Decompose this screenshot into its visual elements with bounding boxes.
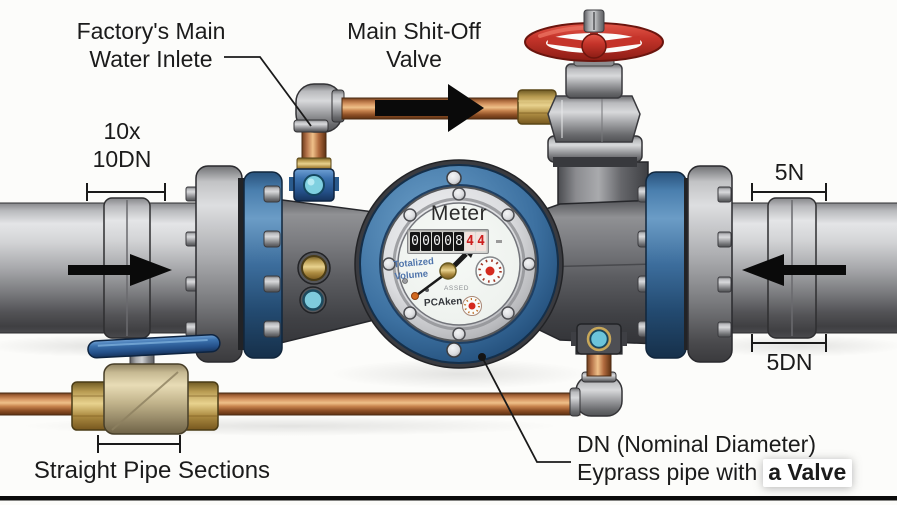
meter-odometer: 0 0 0 0 8 4 4 bbox=[407, 229, 489, 254]
dn-note-line2-text: Eyprass pipe with bbox=[577, 459, 758, 486]
factory-inlet-label: Factory's Main Water Inlete bbox=[56, 17, 246, 73]
right-flange-blue bbox=[645, 171, 687, 359]
dimension-marks bbox=[86, 183, 827, 453]
main-shutoff-line1: Main Shit-Off bbox=[347, 18, 481, 44]
brass-port bbox=[301, 255, 327, 281]
ball-valve-handle bbox=[87, 334, 221, 359]
main-shutoff-label: Main Shit-Off Valve bbox=[330, 17, 498, 73]
odometer-red-digit: 4 bbox=[465, 232, 475, 251]
meter-small-text: ASSED bbox=[444, 285, 470, 292]
dim-downstream-bottom bbox=[751, 334, 827, 352]
bottom-frame-bar bbox=[0, 496, 897, 501]
right-flange-pair bbox=[637, 165, 733, 363]
odometer-digit: 0 bbox=[421, 232, 431, 251]
main-shutoff-line2: Valve bbox=[386, 46, 442, 73]
upstream-dim-label: 10x 10DN bbox=[76, 117, 168, 173]
flow-arrow-top bbox=[375, 84, 484, 132]
straight-pipe-label: Straight Pipe Sections bbox=[33, 457, 271, 484]
flow-arrows bbox=[68, 84, 846, 286]
odometer-dash-mark bbox=[496, 240, 502, 243]
right-flange-gray bbox=[687, 165, 733, 363]
meter-subdial-bottom bbox=[462, 296, 482, 316]
meter-brand-text: PCAken bbox=[423, 296, 463, 309]
dim-downstream-top bbox=[751, 183, 827, 201]
meter-dial-text: Totalized Volume bbox=[393, 255, 453, 284]
leader-factory-inlet bbox=[224, 56, 312, 127]
flow-arrow-right bbox=[742, 254, 846, 286]
odometer-digit: 0 bbox=[443, 232, 453, 251]
dn-note-line1: DN (Nominal Diameter) bbox=[577, 431, 816, 457]
upstream-dim-line2: 10DN bbox=[92, 146, 152, 173]
teal-port bbox=[302, 289, 324, 311]
leader-lines bbox=[224, 56, 571, 463]
downstream-dim-bottom-label: 5DN bbox=[766, 349, 813, 375]
meter-subdial-right bbox=[475, 256, 505, 286]
odometer-red-digit: 4 bbox=[476, 232, 486, 251]
gate-valve bbox=[524, 9, 664, 167]
meter-title: Meter bbox=[430, 202, 488, 225]
red-handwheel bbox=[524, 22, 664, 62]
downstream-dim-top-label: 5N bbox=[774, 159, 805, 185]
odometer-digit: 0 bbox=[410, 232, 420, 251]
left-flange-blue bbox=[243, 171, 283, 359]
odometer-digit: 8 bbox=[454, 232, 464, 251]
dn-note-line2-emphasis: a Valve bbox=[763, 459, 853, 488]
leader-dn-note bbox=[481, 356, 571, 463]
meter-ring-bolts bbox=[382, 187, 536, 341]
ball-valve bbox=[71, 334, 221, 435]
odometer-digit: 0 bbox=[432, 232, 442, 251]
factory-inlet-line1: Factory's Main bbox=[76, 18, 226, 44]
flow-arrow-left bbox=[68, 254, 172, 286]
left-flange-pair bbox=[185, 165, 283, 363]
factory-inlet-line2: Water Inlete bbox=[89, 46, 213, 73]
water-meter bbox=[354, 159, 564, 369]
left-flange-gray bbox=[195, 165, 243, 363]
dim-straight-pipe bbox=[97, 435, 181, 453]
dim-upstream bbox=[86, 183, 166, 201]
upstream-dim-line1: 10x bbox=[103, 118, 141, 144]
